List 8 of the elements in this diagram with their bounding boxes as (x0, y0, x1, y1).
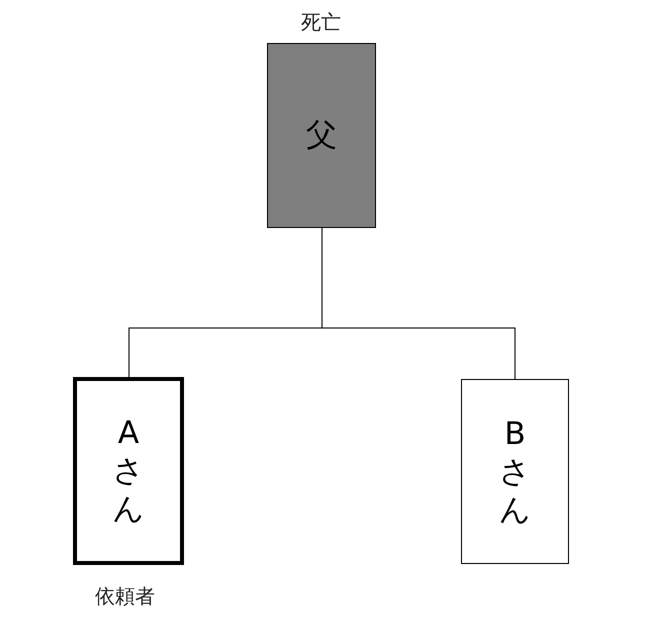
person-name: Aさん (111, 414, 146, 528)
person-box (267, 43, 376, 228)
person-name: 父 (306, 120, 337, 151)
person-box (461, 379, 569, 564)
role-label: 依頼者 (95, 586, 155, 606)
person-name: Bさん (498, 414, 532, 528)
status-label: 死亡 (301, 12, 341, 32)
person-box (73, 377, 184, 565)
